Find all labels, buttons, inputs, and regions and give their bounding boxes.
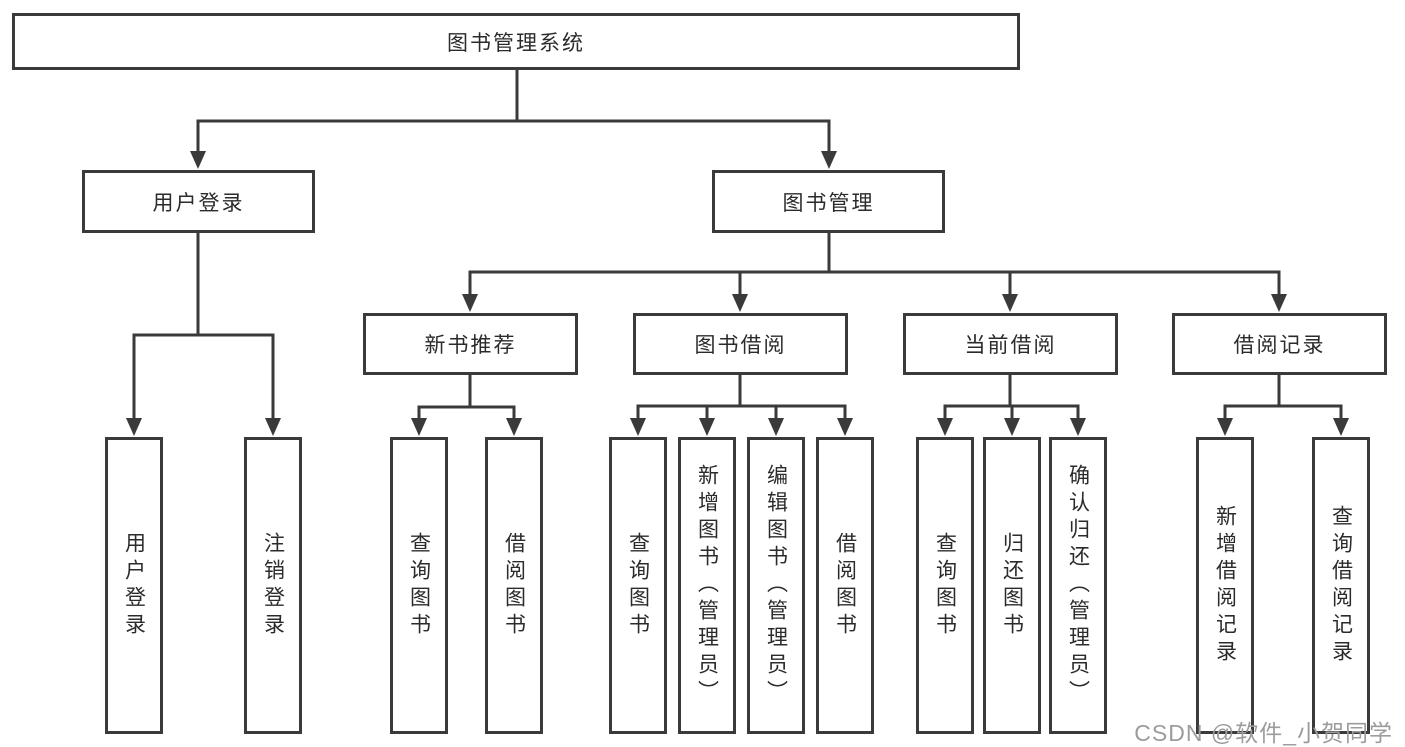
- leaf-edit-book-admin: 编辑图书（管理员）: [747, 437, 805, 734]
- leaf-query-books-2-label: 查询图书: [626, 531, 650, 640]
- leaf-query-borrow-record-label: 查询借阅记录: [1329, 504, 1353, 667]
- watermark: CSDN @软件_小贺同学: [1134, 720, 1393, 746]
- node-book-borrowing-label: 图书借阅: [694, 334, 787, 357]
- leaf-user-login-label: 用户登录: [122, 531, 146, 640]
- leaf-borrow-books-2-label: 借阅图书: [833, 531, 857, 640]
- leaf-add-borrow-record-label: 新增借阅记录: [1213, 504, 1237, 667]
- leaf-user-login: 用户登录: [105, 437, 163, 734]
- leaf-logout-label: 注销登录: [261, 531, 285, 640]
- leaf-edit-book-admin-label: 编辑图书（管理员）: [764, 464, 788, 707]
- node-book-management: 图书管理: [712, 170, 945, 233]
- leaf-return-books: 归还图书: [983, 437, 1041, 734]
- node-root: 图书管理系统: [12, 13, 1020, 70]
- node-current-borrowing: 当前借阅: [903, 313, 1118, 375]
- node-book-borrowing: 图书借阅: [633, 313, 848, 375]
- leaf-return-books-label: 归还图书: [1000, 531, 1024, 640]
- node-current-borrowing-label: 当前借阅: [964, 334, 1057, 357]
- node-root-label: 图书管理系统: [447, 31, 585, 55]
- node-borrowing-records-label: 借阅记录: [1233, 334, 1326, 357]
- leaf-query-books-3-label: 查询图书: [933, 531, 957, 640]
- leaf-query-books-2: 查询图书: [609, 437, 667, 734]
- leaf-confirm-return-admin: 确认归还（管理员）: [1049, 437, 1107, 734]
- node-user-login-label: 用户登录: [152, 191, 245, 215]
- leaf-query-borrow-record: 查询借阅记录: [1312, 437, 1370, 734]
- leaf-add-book-admin-label: 新增图书（管理员）: [695, 464, 719, 707]
- leaf-add-book-admin: 新增图书（管理员）: [678, 437, 736, 734]
- leaf-logout: 注销登录: [244, 437, 302, 734]
- node-book-management-label: 图书管理: [782, 191, 875, 215]
- leaf-query-books-1-label: 查询图书: [407, 531, 431, 640]
- leaf-confirm-return-admin-label: 确认归还（管理员）: [1066, 464, 1090, 707]
- leaf-borrow-books-1-label: 借阅图书: [502, 531, 526, 640]
- node-new-book-recommendation: 新书推荐: [363, 313, 578, 375]
- arrowheads: [126, 151, 1349, 436]
- node-borrowing-records: 借阅记录: [1172, 313, 1387, 375]
- leaf-add-borrow-record: 新增借阅记录: [1196, 437, 1254, 734]
- leaf-borrow-books-1: 借阅图书: [485, 437, 543, 734]
- leaf-query-books-1: 查询图书: [390, 437, 448, 734]
- node-user-login: 用户登录: [82, 170, 315, 233]
- leaf-query-books-3: 查询图书: [916, 437, 974, 734]
- node-new-book-recommendation-label: 新书推荐: [424, 334, 517, 357]
- leaf-borrow-books-2: 借阅图书: [816, 437, 874, 734]
